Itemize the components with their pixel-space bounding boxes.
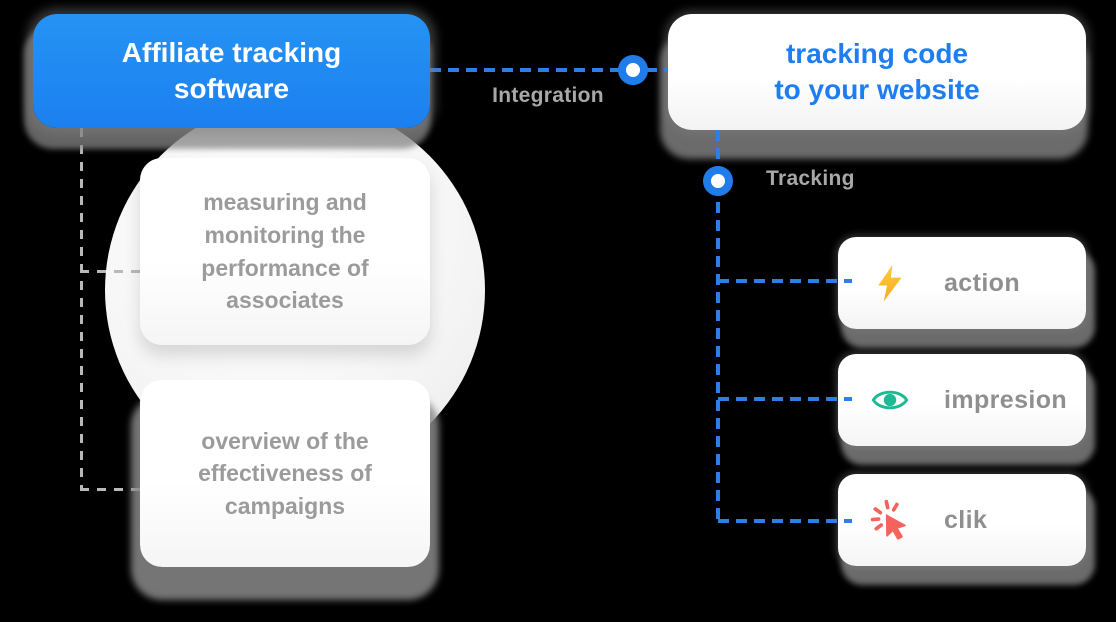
feature-box-performance-label: measuring and monitoring the performance…	[201, 189, 369, 314]
cursor-click-icon	[868, 497, 912, 543]
integration-label: Integration	[492, 84, 604, 107]
eye-icon	[868, 377, 912, 423]
feature-box-performance: measuring and monitoring the performance…	[140, 158, 430, 345]
connector-branch-feature-1	[80, 270, 142, 273]
website-box-label: tracking code to your website	[774, 37, 980, 105]
feature-box-campaigns-label: overview of the effectiveness of campaig…	[198, 427, 372, 519]
event-impresion-label: impresion	[944, 385, 1068, 414]
event-box-clik: clik	[838, 474, 1086, 566]
main-box-affiliate-tracking-software: Affiliate tracking software	[33, 14, 430, 128]
tracking-node-dot	[703, 166, 733, 196]
connector-main-to-features	[80, 128, 83, 490]
event-box-action: action	[838, 237, 1086, 329]
lightning-icon	[868, 260, 912, 306]
event-action-label: action	[944, 268, 1021, 297]
connector-integration	[430, 68, 668, 72]
integration-node-dot	[618, 55, 648, 85]
website-box-tracking-code: tracking code to your website	[668, 14, 1086, 130]
main-box-label: Affiliate tracking software	[121, 36, 342, 104]
connector-branch-feature-2	[80, 488, 142, 491]
connector-branch-impresion	[718, 397, 852, 401]
connector-branch-clik	[718, 519, 852, 523]
tracking-label: Tracking	[766, 167, 855, 190]
connector-branch-action	[718, 279, 852, 283]
event-box-impresion: impresion	[838, 354, 1086, 446]
event-clik-label: clik	[944, 505, 988, 534]
connector-tracking-vertical	[716, 130, 720, 522]
feature-box-campaigns: overview of the effectiveness of campaig…	[140, 380, 430, 567]
